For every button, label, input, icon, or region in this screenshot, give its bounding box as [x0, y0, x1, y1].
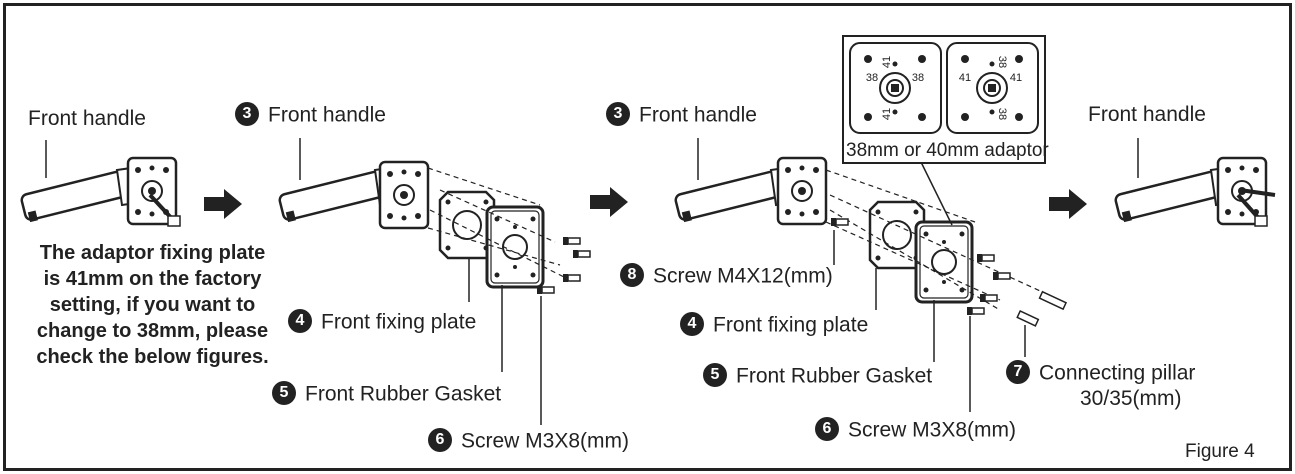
callout-6: 6 — [428, 428, 452, 452]
label-front-handle-4: Front handle — [1088, 103, 1206, 126]
callout-6b: 6 — [815, 417, 839, 441]
label-front-handle-3-text: Front handle — [639, 103, 757, 127]
callout-7: 7 — [1006, 360, 1030, 384]
adaptor-left-left-mark: 38 — [866, 72, 878, 84]
label-front-fixing-plate-2-text: Front fixing plate — [713, 313, 869, 337]
note-line-2: is 41mm on the factory — [43, 268, 262, 290]
callout-4: 4 — [288, 309, 312, 333]
adaptor-left-bottom-mark: 41 — [881, 108, 893, 120]
label-front-handle-3: 3 Front handle — [606, 102, 757, 128]
figure-frame — [3, 3, 1292, 471]
arrow-right-3 — [1049, 189, 1087, 219]
panel-3-exploded — [673, 138, 1068, 412]
arrow-right-1 — [204, 189, 242, 219]
label-front-rubber-gasket-2-text: Front Rubber Gasket — [736, 364, 933, 388]
label-front-fixing-plate-2: 4 Front fixing plate — [680, 312, 869, 338]
note-line-5: check the below figures. — [36, 346, 269, 368]
label-connecting-pillar-line2: 30/35(mm) — [1080, 387, 1182, 410]
label-front-rubber-gasket-1-text: Front Rubber Gasket — [305, 382, 502, 406]
adaptor-right-right-mark: 41 — [1010, 72, 1022, 84]
label-screw-m4x12: 8 Screw M4X12(mm) — [620, 263, 833, 289]
label-front-fixing-plate-1-text: Front fixing plate — [321, 310, 477, 334]
callout-4b: 4 — [680, 312, 704, 336]
arrow-right-2 — [590, 187, 628, 217]
panel-4-assembled — [1113, 138, 1276, 227]
label-front-rubber-gasket-2: 5 Front Rubber Gasket — [703, 363, 933, 389]
figure-caption: Figure 4 — [1185, 441, 1255, 462]
callout-3: 3 — [235, 102, 259, 126]
label-screw-m3x8-1-text: Screw M3X8(mm) — [461, 429, 630, 453]
adaptor-left-top-mark: 41 — [881, 56, 893, 68]
callout-5: 5 — [272, 381, 296, 405]
note-line-3: setting, if you want to — [49, 294, 256, 316]
panel-1-assembled — [19, 140, 181, 227]
adaptor-right-bottom-mark: 38 — [996, 108, 1008, 120]
adaptor-inset: 41 41 38 38 38 38 41 41 — [842, 35, 1046, 164]
label-adaptor: 38mm or 40mm adaptor — [846, 140, 1049, 161]
label-screw-m3x8-1: 6 Screw M3X8(mm) — [428, 428, 630, 454]
label-front-handle-2-text: Front handle — [268, 103, 386, 127]
label-front-rubber-gasket-1: 5 Front Rubber Gasket — [272, 381, 502, 407]
callout-5b: 5 — [703, 363, 727, 387]
label-screw-m3x8-2-text: Screw M3X8(mm) — [848, 418, 1017, 442]
note-line-1: The adaptor fixing plate — [39, 242, 266, 264]
label-screw-m3x8-2: 6 Screw M3X8(mm) — [815, 417, 1017, 443]
adaptor-note: The adaptor fixing plate is 41mm on the … — [10, 240, 295, 370]
label-front-handle-1: Front handle — [28, 107, 146, 130]
adaptor-right-top-mark: 38 — [996, 56, 1008, 68]
callout-8: 8 — [620, 263, 644, 287]
label-connecting-pillar-line1: Connecting pillar — [1039, 361, 1196, 385]
panel-2-exploded — [277, 138, 591, 425]
note-line-4: change to 38mm, please — [36, 320, 269, 342]
label-front-handle-2: 3 Front handle — [235, 102, 386, 128]
label-front-fixing-plate-1: 4 Front fixing plate — [288, 309, 477, 335]
label-screw-m4x12-text: Screw M4X12(mm) — [653, 264, 833, 288]
callout-3b: 3 — [606, 102, 630, 126]
adaptor-right-left-mark: 41 — [959, 72, 971, 84]
adaptor-left-right-mark: 38 — [912, 72, 924, 84]
label-connecting-pillar: 7 Connecting pillar — [1006, 360, 1196, 386]
